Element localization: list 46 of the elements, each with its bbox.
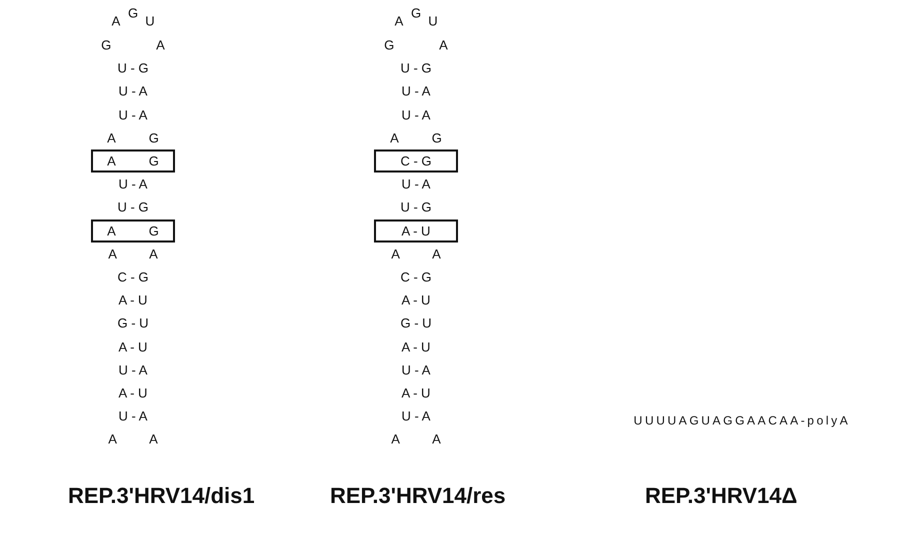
construct-title: REP.3'HRV14/res xyxy=(330,483,506,509)
base-pair-label: U - G xyxy=(117,60,149,76)
construct-title: REP.3'HRV14/dis1 xyxy=(68,483,255,509)
base-label: G xyxy=(128,6,138,20)
base-pair-label: A - U xyxy=(402,292,430,308)
base-pair-label: A - U xyxy=(118,339,148,354)
base-pair-label: U - A xyxy=(402,84,430,99)
construct-title: REP.3'HRV14Δ xyxy=(645,483,798,509)
base-pair-label: U - G xyxy=(117,200,149,215)
boxed-base-pair: A G xyxy=(91,219,175,242)
unpaired-bases: A A xyxy=(391,432,441,447)
unpaired-bases: A G xyxy=(107,130,159,146)
unpaired-bases: A A xyxy=(391,246,441,262)
base-pair-label: U - G xyxy=(400,200,432,215)
base-pair-label: U - A xyxy=(118,84,148,99)
base-pair-label: U - A xyxy=(402,362,430,378)
boxed-base-pair: C - G xyxy=(374,150,458,172)
base-pair-label: G - U xyxy=(117,316,149,331)
base-label: G xyxy=(410,6,422,20)
unpaired-bases: A G xyxy=(390,130,442,146)
unpaired-bases: A A xyxy=(108,246,158,262)
base-pair-label: A - U xyxy=(402,339,430,354)
base-pair-label: U - A xyxy=(118,362,148,378)
sequence-text: UUUUAGUAGGAACAA-polyA xyxy=(634,414,850,428)
unpaired-bases: G A xyxy=(101,38,165,52)
base-pair-label: A - U xyxy=(402,386,430,400)
base-label: U xyxy=(145,14,155,28)
unpaired-bases: A A xyxy=(108,432,158,447)
unpaired-bases: G A xyxy=(384,38,448,52)
base-label: A xyxy=(112,14,120,28)
base-pair-label: A - U xyxy=(118,292,148,308)
base-pair-label: U - A xyxy=(118,176,148,192)
base-label: A xyxy=(394,14,404,28)
base-pair-label: U - A xyxy=(402,408,430,424)
base-pair-label: C - G xyxy=(400,270,432,284)
base-pair-label: U - A xyxy=(118,107,148,122)
base-pair-label: A - U xyxy=(118,386,148,400)
base-pair-label: U - A xyxy=(402,107,430,122)
base-pair-label: G - U xyxy=(400,316,432,331)
base-pair-label: U - A xyxy=(118,408,148,424)
base-label: U xyxy=(428,14,438,28)
boxed-base-pair: A - U xyxy=(374,219,458,242)
base-pair-label: C - G xyxy=(117,270,149,284)
boxed-base-pair: A G xyxy=(91,150,175,172)
base-pair-label: U - G xyxy=(400,60,432,76)
base-pair-label: U - A xyxy=(402,176,430,192)
